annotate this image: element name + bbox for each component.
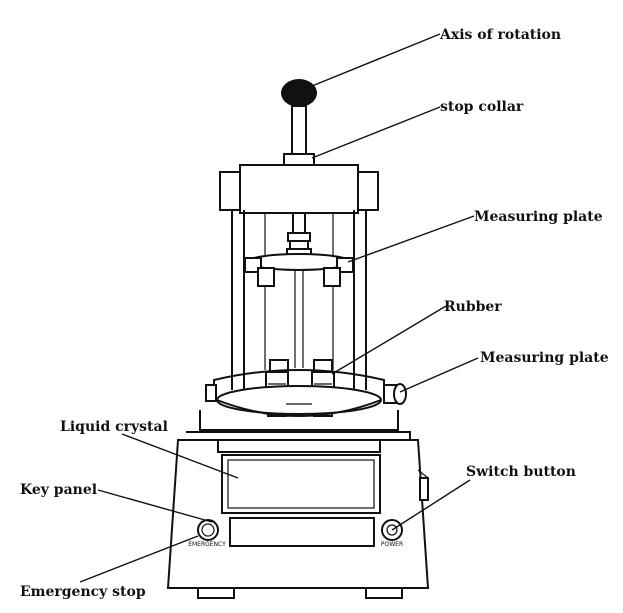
label-rubber: Rubber: [444, 299, 502, 315]
label-liquid-crystal: Liquid crystal: [60, 419, 168, 435]
rotation-knob: [281, 79, 317, 157]
label-measuring-plate-lower: Measuring plate: [480, 350, 609, 366]
feet: [197, 587, 403, 599]
emergency-label: EMERGENCY: [188, 541, 226, 548]
emergency-stop-button: EMERGENCY: [188, 519, 226, 548]
key-panel: [229, 517, 375, 547]
label-stop-collar: stop collar: [440, 99, 524, 115]
support-columns: [231, 210, 367, 390]
leader-lines: [79, 33, 479, 583]
label-key-panel: Key panel: [20, 482, 97, 498]
spindle: [286, 212, 312, 368]
label-axis-of-rotation: Axis of rotation: [439, 27, 561, 43]
liquid-crystal-display: [221, 454, 381, 514]
power-label: POWER: [381, 541, 403, 548]
top-crossbar: [219, 164, 379, 214]
lower-measuring-plate: [205, 369, 407, 417]
label-measuring-plate-upper: Measuring plate: [474, 209, 603, 225]
label-emergency-stop: Emergency stop: [20, 584, 146, 600]
upper-measuring-plate: [244, 253, 354, 287]
label-switch-button: Switch button: [466, 464, 576, 480]
